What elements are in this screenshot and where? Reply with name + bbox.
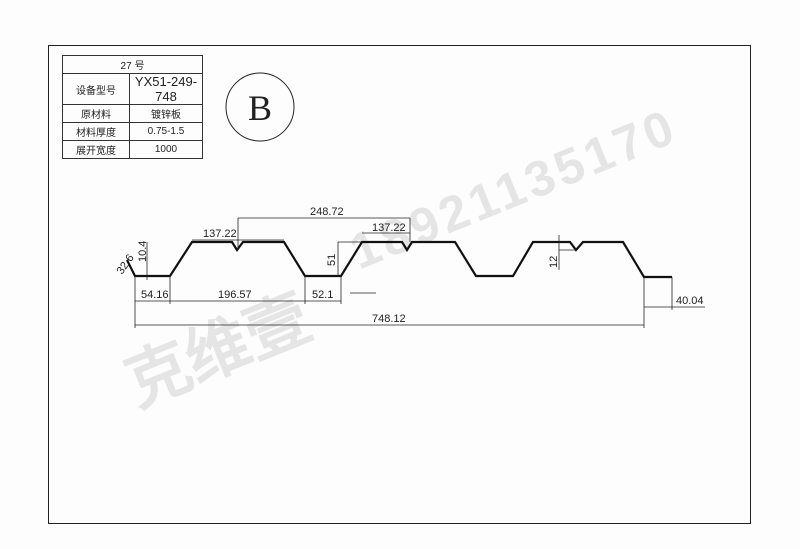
drawing-frame: [48, 45, 751, 524]
profile-line: [126, 240, 672, 279]
profile-circle: [225, 72, 295, 142]
dim-rib-span: 196.57: [218, 289, 252, 301]
dim-top-width-1: 137.22: [203, 228, 237, 240]
dimension-lines: [134, 217, 705, 328]
dim-dip-depth: 12: [548, 256, 560, 268]
dim-rib-height: 51: [326, 254, 338, 266]
dim-lip-height: 10.4: [137, 241, 149, 262]
dim-total: 748.12: [372, 313, 406, 325]
dim-bottom-flat: 52.1: [312, 289, 333, 301]
profile-letter: B: [248, 88, 272, 128]
dim-right-flat: 40.04: [676, 295, 704, 307]
dim-top-width-2: 137.22: [372, 222, 406, 234]
dim-pitch: 248.72: [310, 206, 344, 218]
dim-left-flat: 54.16: [141, 289, 169, 301]
